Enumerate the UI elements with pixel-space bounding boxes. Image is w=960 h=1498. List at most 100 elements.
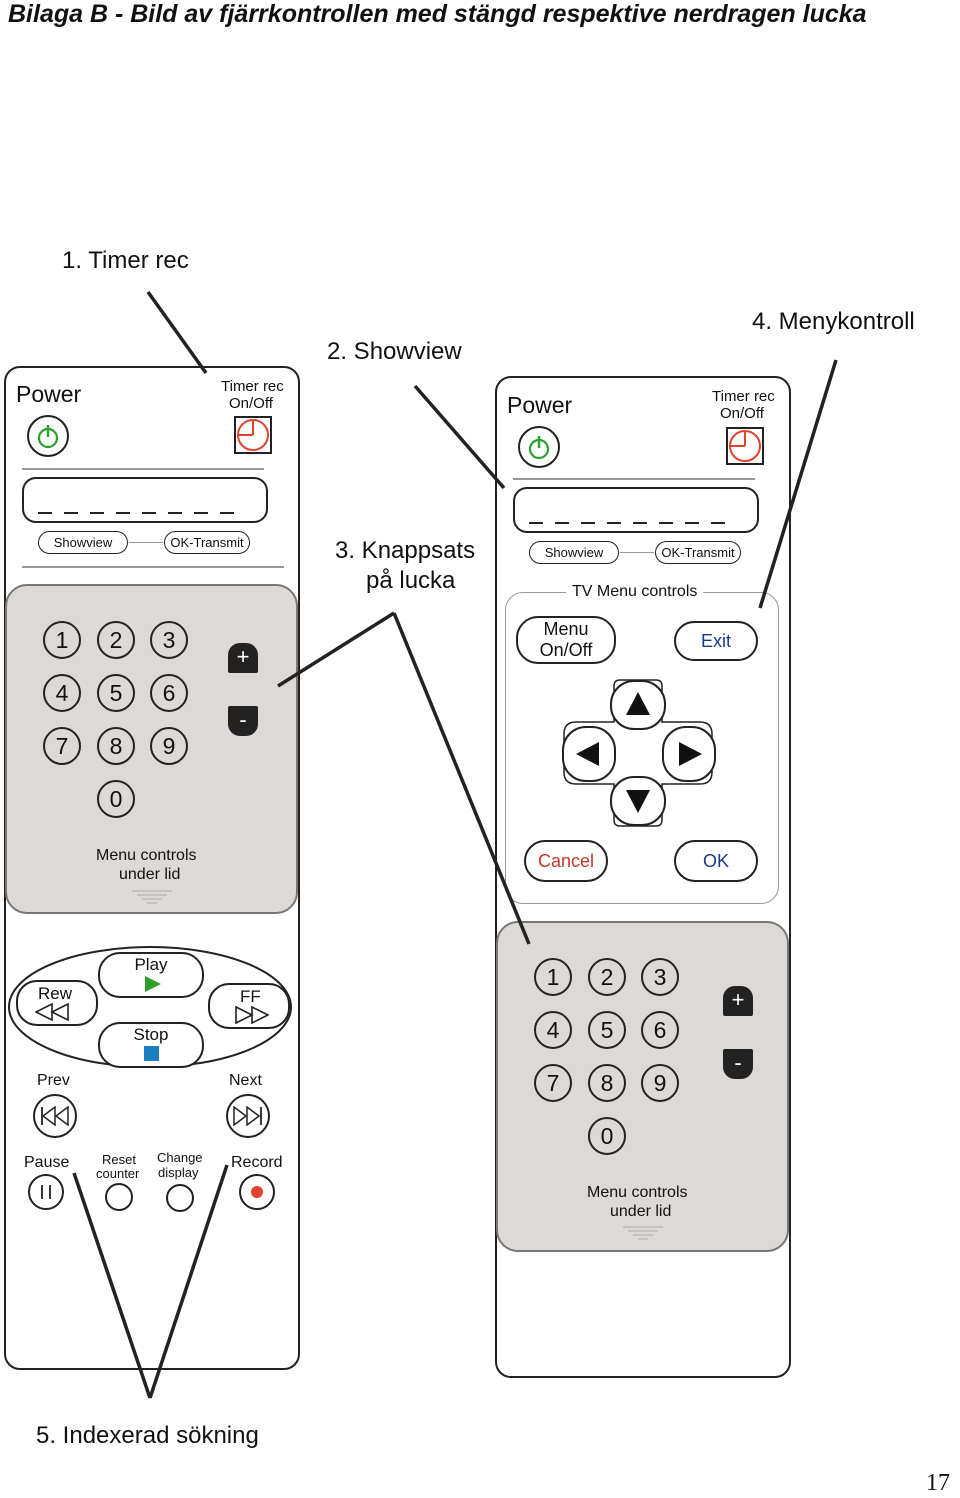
menu-label-line1: Menu bbox=[543, 619, 589, 639]
fast-forward-icon bbox=[235, 1006, 269, 1024]
timer-label-line1: Timer rec bbox=[712, 388, 775, 405]
key-5[interactable]: 5 bbox=[97, 674, 135, 712]
ok-transmit-button[interactable]: OK-Transmit bbox=[655, 541, 741, 564]
fast-forward-button[interactable]: FF bbox=[208, 983, 290, 1029]
callout-indexed-search: 5. Indexerad sökning bbox=[36, 1422, 259, 1449]
reset-label-line1: Reset bbox=[102, 1152, 136, 1167]
key-1[interactable]: 1 bbox=[534, 958, 572, 996]
power-label: Power bbox=[16, 381, 82, 407]
left-arrow-button[interactable] bbox=[562, 726, 616, 782]
reset-label-line2: counter bbox=[96, 1166, 140, 1181]
menu-on-off-button[interactable]: Menu On/Off bbox=[516, 616, 616, 664]
rewind-icon bbox=[35, 1003, 69, 1021]
change-display-button[interactable] bbox=[166, 1184, 194, 1212]
reset-counter-button[interactable] bbox=[105, 1183, 133, 1211]
key-7[interactable]: 7 bbox=[534, 1064, 572, 1102]
up-arrow-button[interactable] bbox=[610, 680, 666, 730]
callout-timer-rec: 1. Timer rec bbox=[62, 247, 189, 274]
lid-grip-icon bbox=[623, 1226, 663, 1240]
callout-showview: 2. Showview bbox=[327, 338, 462, 365]
power-icon bbox=[37, 425, 59, 449]
stop-button[interactable]: Stop bbox=[98, 1022, 204, 1068]
separator bbox=[129, 542, 163, 543]
showview-button[interactable]: Showview bbox=[529, 541, 619, 564]
ok-transmit-button[interactable]: OK-Transmit bbox=[164, 531, 250, 554]
record-icon bbox=[251, 1186, 263, 1198]
page-heading: Bilaga B - Bild av fjärrkontrollen med s… bbox=[8, 0, 867, 28]
skip-back-icon bbox=[41, 1106, 69, 1126]
separator bbox=[513, 478, 755, 480]
power-button[interactable] bbox=[518, 426, 560, 468]
ff-label: FF bbox=[240, 987, 261, 1006]
down-arrow-button[interactable] bbox=[610, 776, 666, 826]
power-icon bbox=[528, 436, 550, 460]
change-label-line1: Change bbox=[157, 1150, 203, 1165]
power-button[interactable] bbox=[27, 415, 69, 457]
timer-rec-button[interactable] bbox=[234, 416, 272, 454]
showview-button[interactable]: Showview bbox=[38, 531, 128, 554]
separator bbox=[22, 566, 284, 568]
power-label: Power bbox=[507, 392, 573, 418]
prev-button[interactable] bbox=[33, 1094, 77, 1138]
separator bbox=[22, 468, 264, 470]
timer-clock-icon bbox=[726, 427, 764, 465]
timer-label-line2: On/Off bbox=[229, 395, 273, 412]
timer-label-line2: On/Off bbox=[720, 405, 764, 422]
prev-label: Prev bbox=[37, 1072, 70, 1089]
key-1[interactable]: 1 bbox=[43, 621, 81, 659]
key-9[interactable]: 9 bbox=[641, 1064, 679, 1102]
key-2[interactable]: 2 bbox=[588, 958, 626, 996]
rew-label: Rew bbox=[38, 984, 73, 1003]
key-3[interactable]: 3 bbox=[150, 621, 188, 659]
play-label: Play bbox=[134, 955, 168, 974]
plus-button[interactable]: + bbox=[228, 643, 258, 673]
key-0[interactable]: 0 bbox=[97, 780, 135, 818]
leader-line-showview bbox=[413, 384, 506, 490]
menu-label-line2: On/Off bbox=[539, 640, 593, 660]
plus-button[interactable]: + bbox=[723, 986, 753, 1016]
ok-button[interactable]: OK bbox=[674, 840, 758, 882]
left-arrow-icon bbox=[576, 742, 599, 766]
exit-button[interactable]: Exit bbox=[674, 621, 758, 661]
key-9[interactable]: 9 bbox=[150, 727, 188, 765]
play-button[interactable]: Play bbox=[98, 952, 204, 998]
lid-label-line1: Menu controls bbox=[96, 847, 197, 864]
cancel-button[interactable]: Cancel bbox=[524, 840, 608, 882]
key-8[interactable]: 8 bbox=[97, 727, 135, 765]
rewind-button[interactable]: Rew bbox=[16, 980, 98, 1026]
key-3[interactable]: 3 bbox=[641, 958, 679, 996]
right-arrow-button[interactable] bbox=[662, 726, 716, 782]
key-7[interactable]: 7 bbox=[43, 727, 81, 765]
record-button[interactable] bbox=[239, 1174, 275, 1210]
timer-rec-button[interactable] bbox=[726, 427, 764, 465]
minus-button[interactable]: - bbox=[723, 1049, 753, 1079]
key-6[interactable]: 6 bbox=[641, 1011, 679, 1049]
lid-grip-icon bbox=[132, 890, 172, 904]
pause-button[interactable] bbox=[28, 1174, 64, 1210]
key-4[interactable]: 4 bbox=[43, 674, 81, 712]
separator bbox=[620, 552, 654, 553]
callout-keypad-line2: på lucka bbox=[366, 567, 456, 594]
skip-forward-icon bbox=[233, 1106, 262, 1126]
key-5[interactable]: 5 bbox=[588, 1011, 626, 1049]
next-button[interactable] bbox=[226, 1094, 270, 1138]
stop-icon bbox=[144, 1046, 159, 1061]
lcd-display bbox=[513, 487, 759, 533]
next-label: Next bbox=[229, 1072, 262, 1089]
leader-line-timer-rec bbox=[146, 290, 208, 375]
callout-keypad-line1: 3. Knappsats bbox=[335, 537, 476, 564]
key-0[interactable]: 0 bbox=[588, 1117, 626, 1155]
pause-label: Pause bbox=[24, 1154, 70, 1171]
lid-label-line2: under lid bbox=[610, 1203, 672, 1220]
lcd-display bbox=[22, 477, 268, 523]
up-arrow-icon bbox=[626, 692, 650, 715]
minus-button[interactable]: - bbox=[228, 706, 258, 736]
right-arrow-icon bbox=[679, 742, 702, 766]
key-8[interactable]: 8 bbox=[588, 1064, 626, 1102]
down-arrow-icon bbox=[626, 790, 650, 813]
key-4[interactable]: 4 bbox=[534, 1011, 572, 1049]
page-number: 17 bbox=[926, 1470, 950, 1496]
timer-label-line1: Timer rec bbox=[221, 378, 284, 395]
key-2[interactable]: 2 bbox=[97, 621, 135, 659]
key-6[interactable]: 6 bbox=[150, 674, 188, 712]
